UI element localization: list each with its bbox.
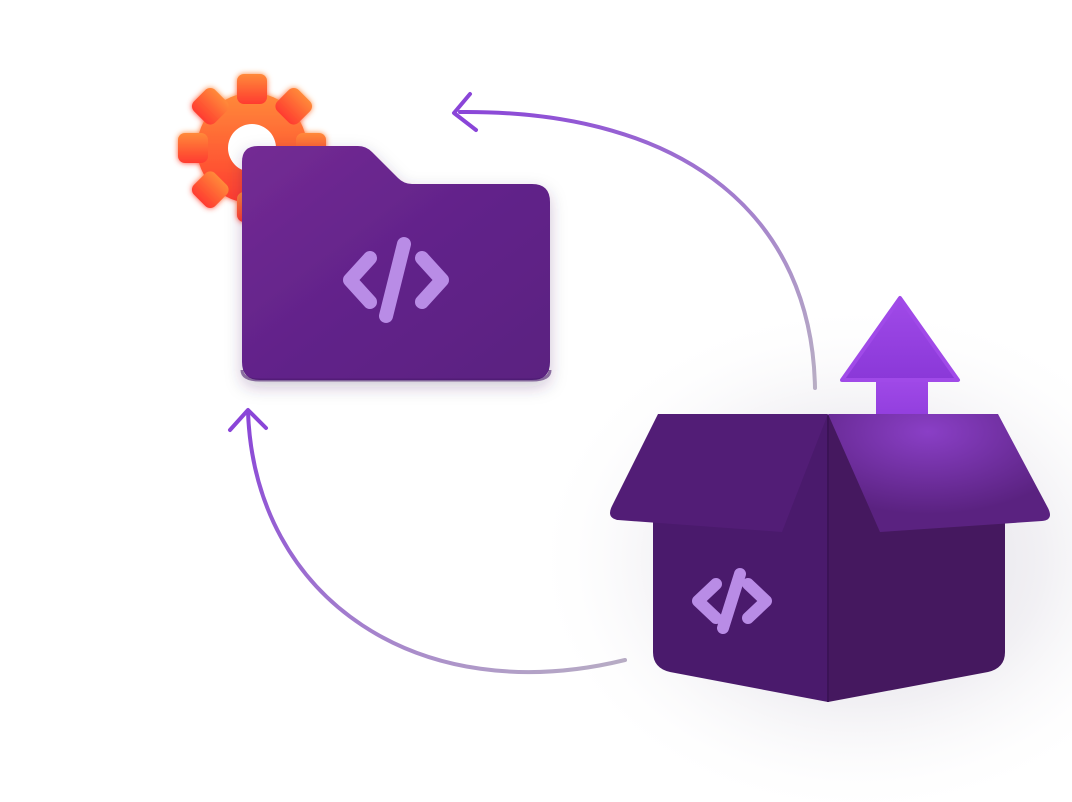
box-right-flap <box>828 414 1050 532</box>
box-left-flap <box>610 414 828 532</box>
cycle-arrow-top-head <box>452 92 478 132</box>
open-box-icon <box>610 296 1050 702</box>
cycle-arrow-top <box>458 109 817 390</box>
code-symbol-icon <box>343 237 449 323</box>
cycle-arrows-icon <box>228 92 817 675</box>
cycle-arrow-bottom <box>246 410 627 675</box>
cycle-arrow-bottom-head <box>228 408 268 432</box>
box-code-symbol-icon <box>692 568 772 634</box>
